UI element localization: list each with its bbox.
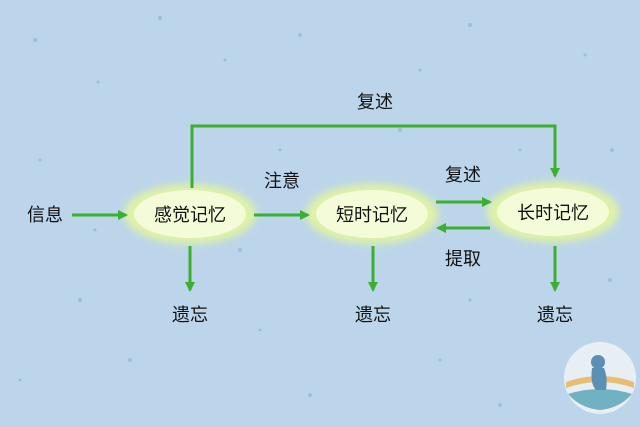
watermark-logo [564, 342, 636, 414]
short-term-node-label: 短时记忆 [336, 205, 408, 226]
edge-label-rehearsal-top: 复述 [357, 92, 393, 113]
arrows [72, 124, 560, 292]
sensory-node-label: 感觉记忆 [154, 205, 226, 226]
arrow-sensory-to-long-term-top [190, 124, 560, 188]
edge-label-retrieval: 提取 [445, 249, 481, 270]
forget-label-short-term: 遗忘 [355, 305, 391, 326]
edge-label-rehearsal-mid: 复述 [445, 165, 481, 186]
sensory-node [134, 190, 246, 238]
long-term-node [497, 188, 609, 236]
forget-label-long-term: 遗忘 [537, 305, 573, 326]
forget-label-sensory: 遗忘 [172, 305, 208, 326]
short-term-node [316, 190, 428, 238]
edge-label-attention: 注意 [264, 171, 300, 192]
long-term-node-label: 长时记忆 [517, 203, 589, 224]
background-speckles [18, 16, 614, 407]
input-label: 信息 [27, 205, 63, 226]
